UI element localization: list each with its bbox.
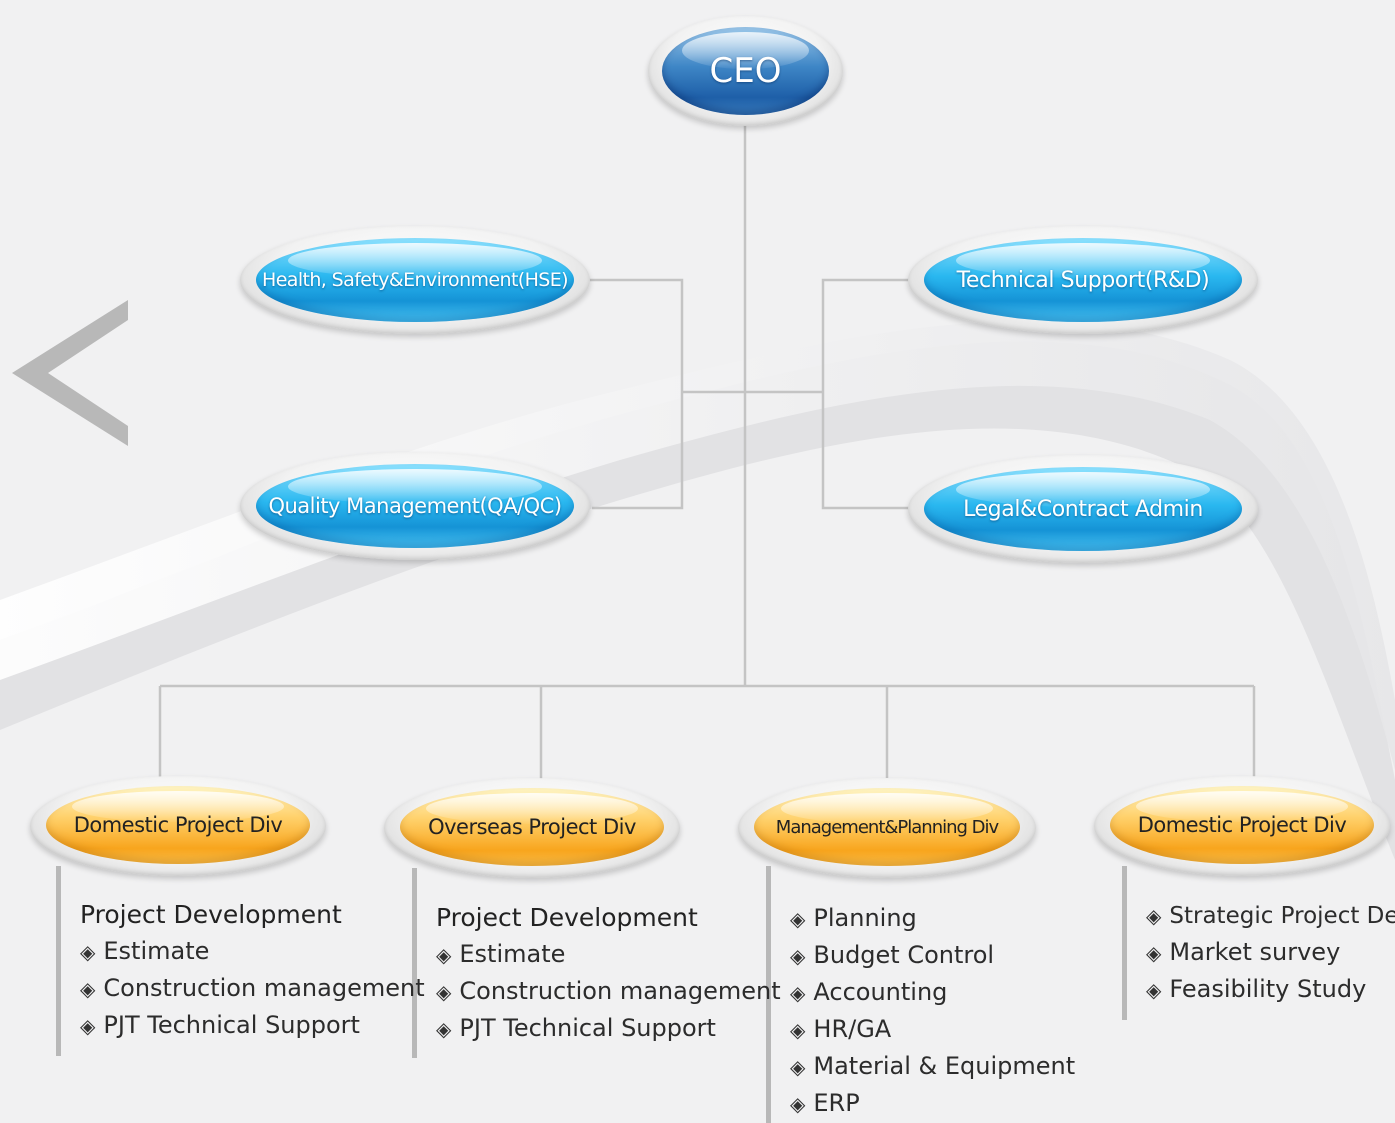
list-item-text: Planning — [813, 904, 917, 932]
bullet-icon: ◈ — [80, 1014, 96, 1038]
bullet-icon: ◈ — [1146, 978, 1162, 1002]
bullet-icon: ◈ — [436, 1017, 452, 1041]
bullet-icon: ◈ — [80, 940, 96, 964]
bullet-icon: ◈ — [1146, 941, 1162, 965]
chevron-left-icon[interactable] — [10, 298, 130, 448]
list-item-text: Construction management — [459, 977, 781, 1005]
division-label-management: Management&Planning Div — [775, 816, 999, 838]
bullet-icon: ◈ — [790, 1092, 806, 1116]
list-item: ◈ Construction management — [436, 973, 781, 1010]
list-item: ◈ Budget Control — [790, 937, 1075, 974]
division-bar — [766, 866, 771, 1123]
list-item-text: Estimate — [459, 940, 566, 968]
list-item: ◈ ERP — [790, 1085, 1075, 1122]
bullet-icon: ◈ — [790, 981, 806, 1005]
list-heading: Project Development — [80, 900, 342, 929]
division-list-overseas: Project Development ◈ Estimate ◈ Construct… — [436, 899, 781, 1047]
list-item: ◈ Accounting — [790, 974, 1075, 1011]
list-item-text: PJT Technical Support — [459, 1014, 716, 1042]
list-item: ◈ Strategic Project Dev. — [1146, 897, 1395, 934]
staff-label-qa: Quality Management(QA/QC) — [268, 494, 562, 518]
list-item-text: PJT Technical Support — [103, 1011, 360, 1039]
list-item-text: ERP — [813, 1089, 860, 1117]
list-item-text: HR/GA — [813, 1015, 892, 1043]
staff-label-legal: Legal&Contract Admin — [963, 496, 1203, 522]
list-item-text: Budget Control — [813, 941, 995, 969]
list-item: ◈ Estimate — [80, 933, 425, 970]
bullet-icon: ◈ — [790, 944, 806, 968]
division-list-domestic: Project Development ◈ Estimate ◈ Construct… — [80, 896, 425, 1044]
division-node-domestic-2[interactable]: Domestic Project Div — [1094, 776, 1390, 876]
list-item-text: Strategic Project Dev. — [1169, 903, 1395, 929]
division-bar — [1122, 866, 1127, 1020]
list-item-text: Market survey — [1169, 938, 1341, 966]
division-bar — [412, 868, 417, 1058]
bullet-icon: ◈ — [436, 943, 452, 967]
bullet-icon: ◈ — [80, 977, 96, 1001]
ceo-label: CEO — [709, 51, 782, 91]
bullet-icon: ◈ — [790, 907, 806, 931]
division-label-overseas: Overseas Project Div — [428, 815, 636, 839]
list-item: ◈ Market survey — [1146, 934, 1395, 971]
staff-label-hse: Health, Safety&Environment(HSE) — [262, 269, 569, 291]
staff-node-rd[interactable]: Technical Support(R&D) — [908, 226, 1258, 334]
list-item-text: Feasibility Study — [1169, 975, 1367, 1003]
list-item: ◈ Construction management — [80, 970, 425, 1007]
list-item-text: Accounting — [813, 978, 948, 1006]
division-node-overseas[interactable]: Overseas Project Div — [384, 778, 680, 878]
ceo-node[interactable]: CEO — [648, 16, 843, 126]
division-bar — [56, 866, 61, 1056]
list-item: ◈ Estimate — [436, 936, 781, 973]
division-list-domestic-2: ◈ Strategic Project Dev. ◈ Market survey ◈… — [1146, 897, 1395, 1008]
list-heading: Project Development — [436, 903, 698, 932]
list-item-text: Construction management — [103, 974, 425, 1002]
list-item: ◈ Material & Equipment — [790, 1048, 1075, 1085]
division-list-management: ◈ Planning ◈ Budget Control ◈ Accounting ◈ H… — [790, 900, 1075, 1122]
division-label-domestic: Domestic Project Div — [73, 813, 283, 837]
staff-node-legal[interactable]: Legal&Contract Admin — [908, 455, 1258, 563]
list-item: ◈ Feasibility Study — [1146, 971, 1395, 1008]
list-item: ◈ PJT Technical Support — [436, 1010, 781, 1047]
division-label-domestic-2: Domestic Project Div — [1137, 813, 1347, 837]
staff-node-hse[interactable]: Health, Safety&Environment(HSE) — [240, 226, 590, 334]
list-item-text: Estimate — [103, 937, 210, 965]
list-item-text: Material & Equipment — [813, 1052, 1076, 1080]
bullet-icon: ◈ — [436, 980, 452, 1004]
staff-label-rd: Technical Support(R&D) — [956, 267, 1210, 293]
division-node-domestic[interactable]: Domestic Project Div — [30, 776, 326, 876]
list-item: ◈ Planning — [790, 900, 1075, 937]
staff-node-qa[interactable]: Quality Management(QA/QC) — [240, 452, 590, 560]
division-node-management[interactable]: Management&Planning Div — [738, 778, 1036, 878]
list-item: ◈ PJT Technical Support — [80, 1007, 425, 1044]
bullet-icon: ◈ — [790, 1018, 806, 1042]
list-item: ◈ HR/GA — [790, 1011, 1075, 1048]
bullet-icon: ◈ — [1146, 904, 1162, 928]
bullet-icon: ◈ — [790, 1055, 806, 1079]
